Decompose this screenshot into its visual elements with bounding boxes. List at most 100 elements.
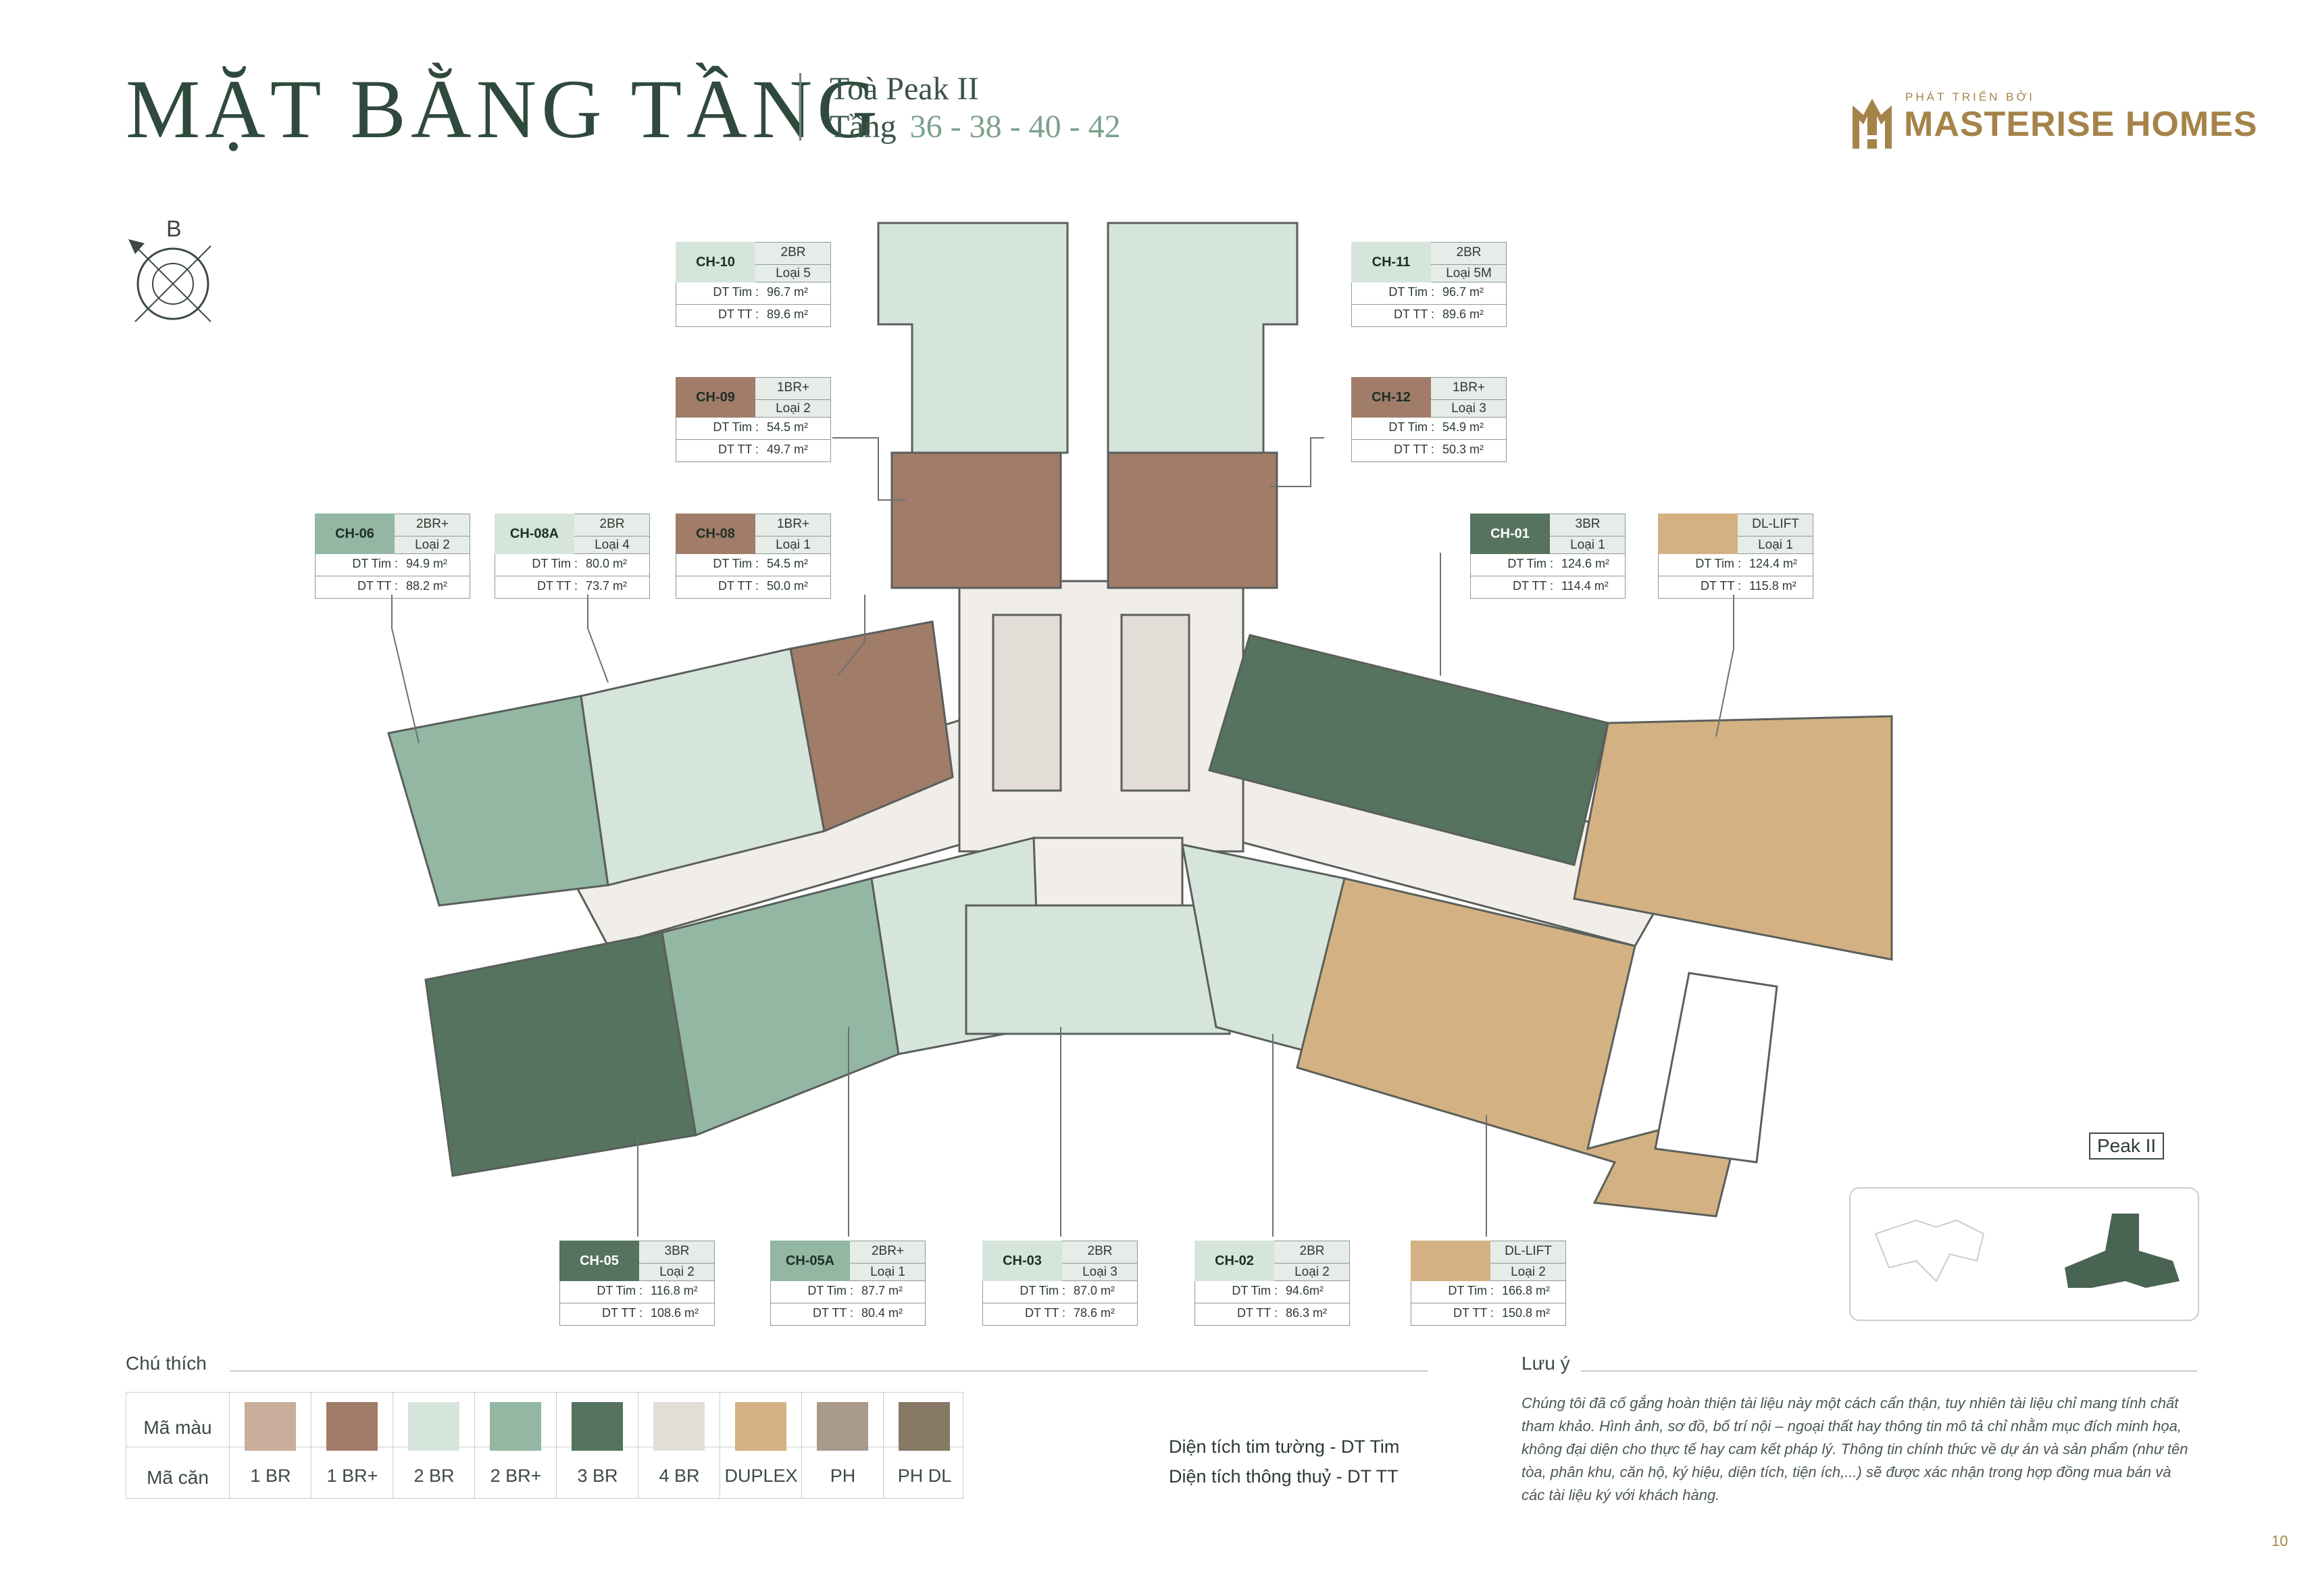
- area-label: DT TT :: [1236, 1306, 1278, 1320]
- legend-swatch: [326, 1402, 378, 1451]
- key-plan-peak-ii: [2065, 1214, 2180, 1288]
- area-definition-tt: Diện tích thông thuỷ - DT TT: [1169, 1466, 1399, 1487]
- unit-card-ch10[interactable]: CH-10 2BR Loại 5 DT Tim :96.7 m² DT TT :…: [676, 242, 831, 327]
- unit-card-ch03[interactable]: CH-03 2BR Loại 3 DT Tim :87.0 m² DT TT :…: [982, 1241, 1138, 1326]
- compass-icon: B: [128, 216, 211, 322]
- area-value: 89.6 m²: [1442, 307, 1484, 321]
- unit-code: CH-05A: [770, 1241, 850, 1281]
- area-value: 73.7 m²: [586, 579, 628, 593]
- unit-ch09-shape: [890, 451, 1062, 589]
- title-divider: [799, 73, 801, 141]
- area-value: 94.6m²: [1286, 1284, 1324, 1297]
- legend-item: 4 BR: [638, 1393, 720, 1498]
- unit-card-ch09[interactable]: CH-09 1BR+ Loại 2 DT Tim :54.5 m² DT TT …: [676, 377, 831, 462]
- area-label: DT Tim :: [597, 1284, 643, 1297]
- unit-card-ch08a[interactable]: CH-08A 2BR Loại 4 DT Tim :80.0 m² DT TT …: [495, 514, 650, 599]
- unit-variant: Loại 2: [639, 1263, 715, 1280]
- key-plan-other-tower: [1874, 1219, 1985, 1282]
- area-value: 94.9 m²: [406, 557, 448, 570]
- unit-card-ch05a[interactable]: CH-05A 2BR+ Loại 1 DT Tim :87.7 m² DT TT…: [770, 1241, 926, 1326]
- area-value: 50.0 m²: [767, 579, 809, 593]
- key-plan: [1849, 1187, 2199, 1321]
- area-label: DT Tim :: [1020, 1284, 1065, 1297]
- unit-card-ch12[interactable]: CH-12 1BR+ Loại 3 DT Tim :54.9 m² DT TT …: [1351, 377, 1507, 462]
- legend-item: 2 BR: [393, 1393, 474, 1498]
- area-value: 114.4 m²: [1561, 579, 1609, 593]
- unit-card-dl-lift-1[interactable]: DL-LIFT Loại 1 DT Tim :124.4 m² DT TT :1…: [1658, 514, 1813, 599]
- unit-variant: Loại 3: [1431, 399, 1507, 416]
- legend-item: 1 BR+: [311, 1393, 393, 1498]
- unit-variant: Loại 2: [1274, 1263, 1350, 1280]
- unit-type: 1BR+: [776, 380, 810, 395]
- unit-code: CH-08A: [495, 514, 574, 554]
- area-label: DT TT :: [357, 579, 398, 593]
- leader-ch08: [837, 595, 865, 676]
- unit-card-ch06[interactable]: CH-06 2BR+ Loại 2 DT Tim :94.9 m² DT TT …: [315, 514, 470, 599]
- lift-lobby-bottom: [1032, 837, 1184, 907]
- legend-item: PH DL: [883, 1393, 963, 1498]
- unit-code: CH-09: [676, 377, 755, 418]
- core-right: [1120, 614, 1190, 792]
- unit-type: 2BR: [1299, 1244, 1325, 1258]
- unit-card-ch08[interactable]: CH-08 1BR+ Loại 1 DT Tim :54.5 m² DT TT …: [676, 514, 831, 599]
- legend-label: 1 BR: [250, 1466, 291, 1486]
- key-plan-frame: [1849, 1187, 2199, 1321]
- unit-variant: Loại 1: [850, 1263, 926, 1280]
- unit-type: 3BR: [664, 1244, 690, 1258]
- terrace-shape: [1654, 972, 1778, 1164]
- legend-swatch: [653, 1402, 705, 1451]
- unit-ch08-shape: [789, 620, 954, 833]
- legend-color-row-label: Mã màu: [143, 1417, 212, 1438]
- area-value: 96.7 m²: [1442, 285, 1484, 299]
- floor-label: Tầng: [830, 109, 897, 145]
- area-label: DT TT :: [601, 1306, 643, 1320]
- unit-card-ch02[interactable]: CH-02 2BR Loại 2 DT Tim :94.6m² DT TT :8…: [1194, 1241, 1350, 1326]
- note-heading: Lưu ý: [1521, 1353, 1570, 1374]
- unit-dl-lift-1-shape: [1573, 715, 1893, 961]
- legend-item: 1 BR: [229, 1393, 311, 1498]
- area-label: DT Tim :: [1448, 1284, 1494, 1297]
- unit-ch01-shape: [1208, 634, 1609, 866]
- unit-type: 2BR: [780, 245, 806, 259]
- area-value: 87.7 m²: [861, 1284, 903, 1297]
- legend-item: 2 BR+: [474, 1393, 556, 1498]
- area-label: DT TT :: [812, 1306, 853, 1320]
- area-value: 89.6 m²: [767, 307, 809, 321]
- leader-ch09: [832, 437, 905, 501]
- leader-ch08a: [587, 595, 609, 683]
- unit-card-ch01[interactable]: CH-01 3BR Loại 1 DT Tim :124.6 m² DT TT …: [1470, 514, 1626, 599]
- area-label: DT TT :: [718, 443, 759, 456]
- unit-code: CH-02: [1194, 1241, 1274, 1281]
- unit-ch11-shape: [1107, 222, 1299, 454]
- unit-code: [1411, 1241, 1490, 1281]
- legend-swatch: [245, 1402, 296, 1451]
- unit-code: CH-01: [1470, 514, 1550, 554]
- unit-variant: Loại 4: [574, 536, 650, 553]
- unit-variant: Loại 2: [395, 536, 470, 553]
- area-label: DT TT :: [1393, 443, 1434, 456]
- unit-type: 1BR+: [1452, 380, 1486, 395]
- area-label: DT TT :: [1700, 579, 1741, 593]
- area-label: DT Tim :: [1695, 557, 1741, 570]
- unit-card-ch11[interactable]: CH-11 2BR Loại 5M DT Tim :96.7 m² DT TT …: [1351, 242, 1507, 327]
- legend-rule: [230, 1370, 1428, 1372]
- area-value: 88.2 m²: [406, 579, 448, 593]
- area-value: 150.8 m²: [1502, 1306, 1551, 1320]
- masterise-logo-icon: [1853, 99, 1892, 149]
- area-definition-tim: Diện tích tim tường - DT Tim: [1169, 1437, 1400, 1457]
- unit-card-ch05[interactable]: CH-05 3BR Loại 2 DT Tim :116.8 m² DT TT …: [559, 1241, 715, 1326]
- legend-label: PH DL: [897, 1466, 952, 1486]
- legend-heading: Chú thích: [126, 1353, 207, 1374]
- unit-ch06-shape: [387, 695, 609, 907]
- legend-swatch: [490, 1402, 541, 1451]
- unit-code: CH-12: [1351, 377, 1431, 418]
- legend-item: 3 BR: [556, 1393, 638, 1498]
- area-value: 115.8 m²: [1749, 579, 1796, 593]
- unit-variant: Loại 1: [755, 536, 831, 553]
- unit-variant: Loại 5: [755, 264, 831, 281]
- area-label: DT Tim :: [352, 557, 398, 570]
- unit-card-dl-lift-2[interactable]: DL-LIFT Loại 2 DT Tim :166.8 m² DT TT :1…: [1411, 1241, 1566, 1326]
- area-label: DT TT :: [1393, 307, 1434, 321]
- unit-type: DL-LIFT: [1505, 1244, 1552, 1258]
